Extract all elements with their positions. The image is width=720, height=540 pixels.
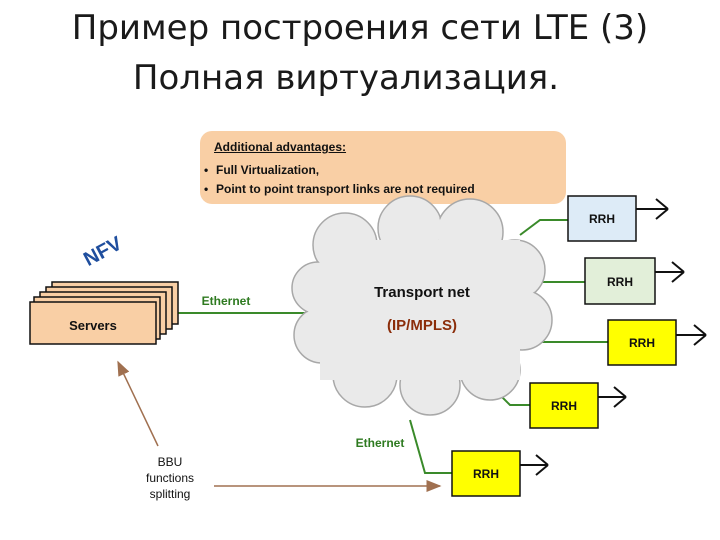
svg-text:RRH: RRH — [607, 275, 633, 289]
nfv-label: NFV — [80, 232, 126, 271]
cloud-core — [293, 197, 551, 414]
callout-bullet: •Point to point transport links are not … — [204, 182, 475, 196]
rrh-unit: RRH — [451, 450, 521, 497]
cloud-label: Transport net — [374, 284, 470, 301]
svg-text:RRH: RRH — [589, 212, 615, 226]
ethernet-label: Ethernet — [202, 294, 251, 308]
callout-bullet: •Full Virtualization, — [204, 163, 320, 177]
page-title: Пример построения сети LTE (3) — [71, 8, 649, 48]
page-subtitle: Полная виртуализация. — [132, 58, 560, 98]
bbu-label: splitting — [150, 487, 191, 501]
antenna-icon — [655, 261, 685, 283]
svg-text:RRH: RRH — [551, 399, 577, 413]
rrh-unit: RRH — [567, 195, 637, 242]
svg-text:RRH: RRH — [473, 467, 499, 481]
link-rrh-5 — [409, 419, 452, 474]
servers-stack — [29, 281, 179, 345]
svg-text:RRH: RRH — [629, 336, 655, 350]
servers-label: Servers — [69, 318, 117, 333]
arrow-to-servers — [117, 360, 159, 447]
bbu-label: BBU — [158, 455, 183, 469]
link-rrh-1 — [519, 219, 568, 236]
antenna-icon — [520, 454, 549, 476]
transport-links — [170, 219, 608, 474]
antenna-icon — [676, 324, 707, 346]
rrh-unit: RRH — [607, 319, 677, 366]
ethernet-label: Ethernet — [356, 436, 405, 450]
cloud-sublabel: (IP/MPLS) — [387, 317, 457, 334]
antenna-icon — [598, 386, 627, 408]
bbu-label: functions — [146, 471, 194, 485]
advantages-callout: Additional advantages: •Full Virtualizat… — [200, 131, 566, 204]
rrh-unit: RRH — [584, 257, 656, 305]
callout-heading: Additional advantages: — [214, 140, 347, 154]
rrh-unit: RRH — [529, 382, 599, 429]
antenna-icon — [636, 198, 669, 220]
